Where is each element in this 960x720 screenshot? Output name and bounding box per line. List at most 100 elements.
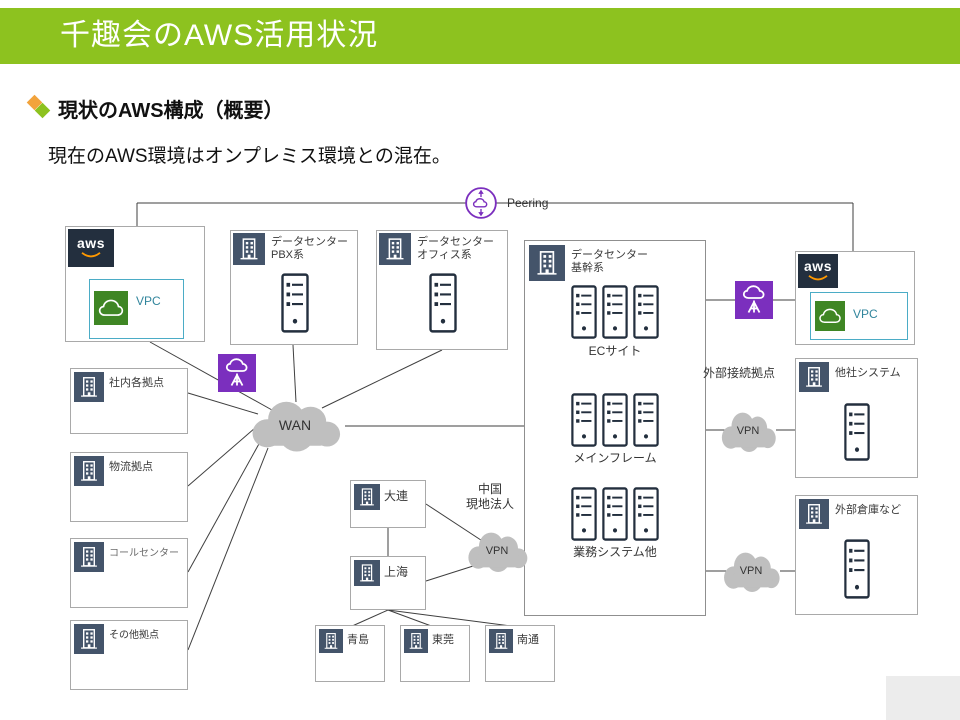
dc-office-box: データセンター オフィス系 <box>376 230 508 350</box>
aws-logo-icon: aws <box>68 229 114 267</box>
server-rack-icon <box>281 273 309 333</box>
vpc-label: VPC <box>853 307 878 321</box>
site-nantong-box: 南通 <box>485 625 555 682</box>
vpn-lower-cloud: VPN <box>718 548 784 594</box>
china-vpn-cloud: VPN <box>462 528 532 574</box>
building-icon <box>354 560 380 586</box>
aws-smile-icon <box>81 252 101 258</box>
partner-system-box: 他社システム <box>795 358 918 478</box>
building-icon <box>319 629 343 653</box>
external-connection-label: 外部接続拠点 <box>703 366 776 380</box>
site-dongguan-box: 東莞 <box>400 625 470 682</box>
external-warehouse-label: 外部倉庫など <box>835 504 901 516</box>
china-caption-line1: 中国 <box>477 482 502 496</box>
wan-cloud: WAN <box>243 396 347 454</box>
china-caption: 中国 現地法人 <box>448 482 532 512</box>
site-other-label: その他拠点 <box>109 630 159 641</box>
vpn-upper-label: VPN <box>736 425 760 437</box>
section-heading: 現状のAWS構成（概要） <box>58 100 284 122</box>
site-logistics-label: 物流拠点 <box>109 461 153 473</box>
dc-pbx-line1: データセンター <box>271 236 348 248</box>
dc-core-line2: 基幹系 <box>571 262 604 274</box>
server-rack-icon <box>844 539 870 599</box>
building-icon <box>404 629 428 653</box>
site-internal-box: 社内各拠点 <box>70 368 188 434</box>
site-shanghai-box: 上海 <box>350 556 426 610</box>
server-rack-icon <box>844 403 870 461</box>
site-qingdao-label: 青島 <box>347 634 369 646</box>
building-icon <box>799 362 829 392</box>
building-icon <box>74 372 104 402</box>
rack-group-ec <box>525 285 705 339</box>
dc-core-line1: データセンター <box>571 249 648 261</box>
building-icon <box>74 456 104 486</box>
site-dalian-box: 大連 <box>350 480 426 528</box>
wan-label: WAN <box>278 417 312 433</box>
aws-cloud-right: aws VPC <box>795 251 915 345</box>
server-rack-icon <box>571 285 597 339</box>
aws-logo-text: aws <box>804 258 832 274</box>
dc-office-label: データセンター オフィス系 <box>417 236 494 262</box>
vpc-box-right: VPC <box>810 292 908 340</box>
dc-office-line1: データセンター <box>417 236 494 248</box>
server-rack-icon <box>571 393 597 447</box>
partner-system-label: 他社システム <box>835 367 901 379</box>
vpn-gateway-icon <box>735 281 773 319</box>
server-rack-icon <box>602 487 628 541</box>
external-warehouse-box: 外部倉庫など <box>795 495 918 615</box>
site-shanghai-label: 上海 <box>384 565 409 579</box>
server-rack-icon <box>602 285 628 339</box>
server-rack-icon <box>633 487 659 541</box>
china-caption-line2: 現地法人 <box>465 497 514 511</box>
server-rack-icon <box>571 487 597 541</box>
building-icon <box>74 624 104 654</box>
building-icon <box>529 245 565 281</box>
vpc-icon <box>815 301 845 331</box>
site-dongguan-label: 東莞 <box>432 634 454 646</box>
aws-cloud-left: aws VPC <box>65 226 205 342</box>
group-label-business: 業務システム他 <box>573 545 657 559</box>
server-rack-icon <box>429 273 457 333</box>
building-icon <box>233 233 265 265</box>
group-label-mainframe: メインフレーム <box>573 451 657 465</box>
dc-core-label: データセンター 基幹系 <box>571 249 648 275</box>
building-icon <box>379 233 411 265</box>
site-other-box: その他拠点 <box>70 620 188 690</box>
dc-core-box: データセンター 基幹系 ECサイト メインフレーム 業務システム他 <box>524 240 706 616</box>
aws-logo-icon: aws <box>798 254 838 288</box>
dc-pbx-line2: PBX系 <box>271 249 305 261</box>
corner-placeholder <box>886 676 960 720</box>
aws-smile-icon <box>808 275 828 281</box>
building-icon <box>799 499 829 529</box>
rack-group-business <box>525 487 705 541</box>
vpn-upper-cloud: VPN <box>716 408 780 454</box>
rack-group-mainframe <box>525 393 705 447</box>
dc-pbx-box: データセンター PBX系 <box>230 230 358 345</box>
site-qingdao-box: 青島 <box>315 625 385 682</box>
china-vpn-label: VPN <box>485 545 509 557</box>
site-dalian-label: 大連 <box>384 489 409 503</box>
aws-logo-text: aws <box>77 235 105 251</box>
peering-label: Peering <box>507 196 549 210</box>
vpc-icon <box>94 291 128 325</box>
vpc-label: VPC <box>136 294 161 308</box>
site-callcenter-label: コールセンター <box>109 548 179 559</box>
building-icon <box>489 629 513 653</box>
slide-header: 千趣会のAWS活用状況 <box>0 8 960 64</box>
dc-pbx-label: データセンター PBX系 <box>271 236 348 262</box>
site-callcenter-box: コールセンター <box>70 538 188 608</box>
server-rack-icon <box>633 393 659 447</box>
vpn-lower-label: VPN <box>739 565 763 577</box>
vpc-box-left: VPC <box>89 279 184 339</box>
dc-office-line2: オフィス系 <box>417 249 472 261</box>
intro-text: 現在のAWS環境はオンプレミス環境との混在。 <box>48 146 451 167</box>
slide-title: 千趣会のAWS活用状況 <box>60 19 379 52</box>
site-logistics-box: 物流拠点 <box>70 452 188 522</box>
vpn-gateway-icon <box>218 354 256 392</box>
building-icon <box>354 484 380 510</box>
building-icon <box>74 542 104 572</box>
server-rack-icon <box>633 285 659 339</box>
group-label-ec: ECサイト <box>588 344 642 358</box>
peering-icon <box>464 186 498 220</box>
